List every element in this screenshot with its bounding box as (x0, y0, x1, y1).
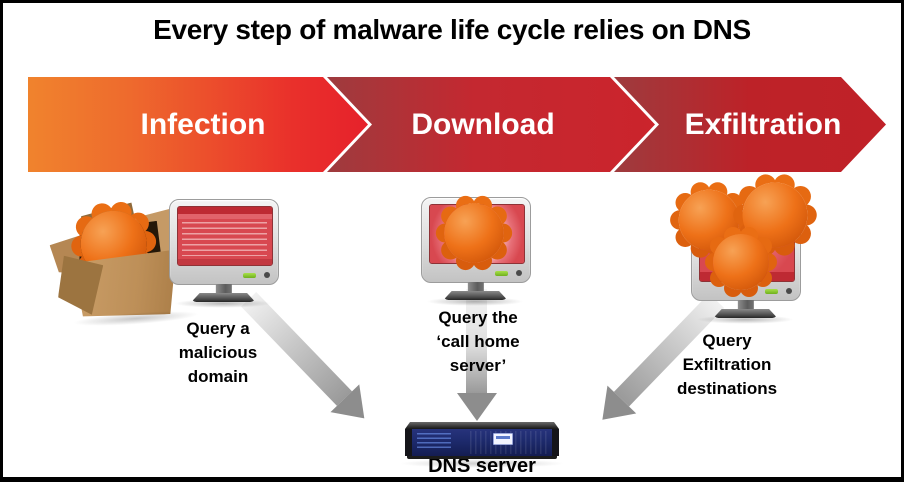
caption-line: Query a (186, 319, 250, 338)
server-shadow (399, 459, 565, 468)
server-top-lid (405, 422, 559, 429)
caption-line: Exfiltration (682, 355, 772, 374)
caption-line: domain (187, 367, 249, 386)
download-icon-group (421, 197, 537, 313)
caption-line: destinations (676, 379, 778, 398)
page-title: Every step of malware life cycle relies … (153, 14, 751, 45)
dns-server-icon (399, 422, 565, 468)
phase-arrow-exfiltration (614, 77, 886, 172)
phase-label-download: Download (411, 107, 555, 141)
caption-infection: Query a malicious domain (143, 317, 293, 389)
caption-line: Query (702, 331, 752, 350)
monitor-stand-neck (215, 284, 232, 294)
infection-icon-group (51, 193, 296, 331)
power-button (264, 272, 270, 278)
monitor-shadow (173, 299, 273, 308)
server-base (407, 456, 557, 459)
monitor-screen (177, 206, 273, 266)
exfiltration-icon-group (673, 182, 841, 324)
monitor-stand-neck (467, 282, 484, 292)
malware-ball-icon (444, 203, 504, 263)
monitor-shadow (425, 297, 525, 306)
caption-download: Query the ‘call home server’ (405, 306, 551, 378)
caption-line: Query the (438, 308, 518, 327)
server-led-panel (417, 433, 451, 450)
phase-arrow-download (327, 77, 655, 172)
lifecycle-banner: Infection Download Exfiltration (28, 77, 888, 172)
server-badge (493, 433, 514, 445)
phase-arrow-infection (28, 77, 368, 172)
caption-line: ‘call home (436, 332, 520, 351)
arrow-head (457, 393, 497, 421)
monitor-shadow (695, 315, 795, 324)
power-led (495, 271, 508, 276)
caption-line: malicious (178, 343, 258, 362)
power-button (786, 288, 792, 294)
infected-computer-icon (169, 199, 279, 311)
caption-line: server’ (449, 356, 507, 375)
monitor-stand-base (713, 309, 778, 318)
power-button (516, 270, 522, 276)
power-led (765, 289, 778, 294)
dns-server-label: DNS server (397, 455, 567, 477)
phase-label-infection: Infection (140, 107, 266, 141)
malware-ball-icon (713, 234, 769, 290)
server-front-panel (405, 429, 559, 456)
caption-exfiltration: Query Exfiltration destinations (645, 329, 809, 401)
screen-footer-bar (178, 259, 272, 265)
screen-table-rows (182, 222, 267, 256)
call-home-computer-icon (421, 197, 531, 309)
power-led (243, 273, 256, 278)
phase-label-exfiltration: Exfiltration (684, 107, 842, 141)
monitor-stand-base (443, 291, 508, 300)
monitor-stand-base (191, 293, 256, 302)
monitor-stand-neck (737, 300, 754, 310)
